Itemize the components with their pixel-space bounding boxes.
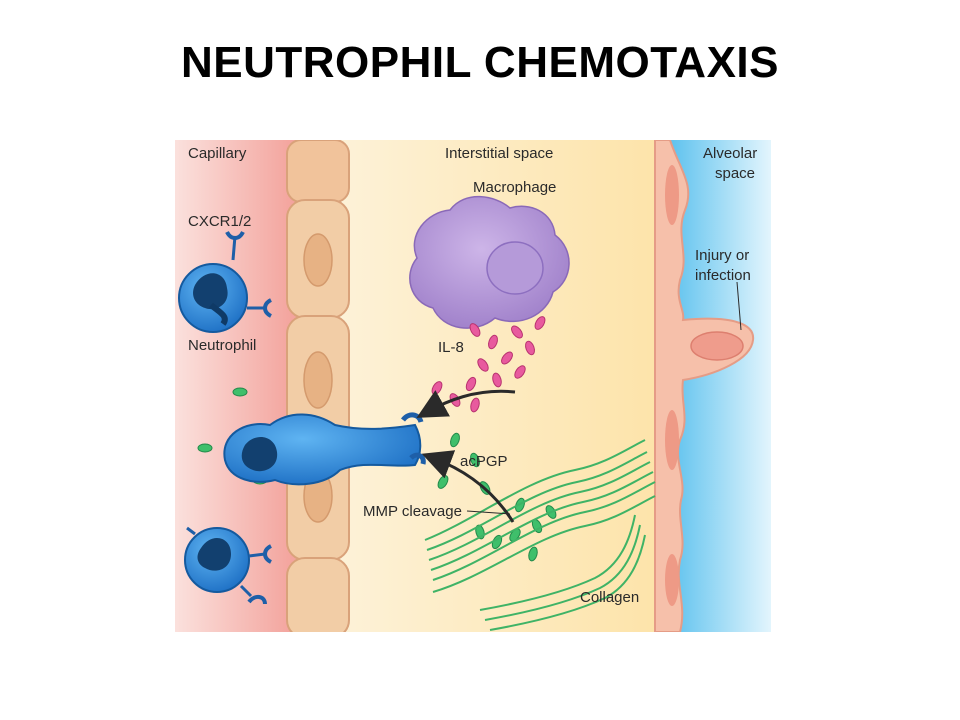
acpgp-molecules bbox=[197, 387, 557, 562]
alveolar-epithelium bbox=[654, 140, 755, 632]
acpgp-arrow bbox=[421, 450, 515, 523]
collagen-fibers bbox=[424, 439, 656, 631]
label-alveolar-space-line1: Alveolar bbox=[703, 145, 757, 162]
chemotaxis-diagram: Capillary Interstitial space Alveolar sp… bbox=[175, 140, 771, 632]
neutrophil-top bbox=[178, 230, 273, 333]
label-macrophage: Macrophage bbox=[473, 179, 556, 196]
label-collagen: Collagen bbox=[580, 589, 639, 606]
il8-molecules bbox=[431, 316, 546, 413]
mmp-leader-line bbox=[466, 510, 511, 515]
label-acpgp: acPGP bbox=[460, 453, 508, 470]
label-neutrophil: Neutrophil bbox=[188, 337, 256, 354]
il8-arrow bbox=[416, 389, 516, 418]
label-capillary: Capillary bbox=[188, 145, 247, 162]
neutrophil-migrating bbox=[223, 412, 426, 486]
label-receptor: CXCR1/2 bbox=[188, 213, 251, 230]
label-interstitial-space: Interstitial space bbox=[445, 145, 553, 162]
alveolar-region bbox=[670, 140, 771, 632]
neutrophil-bottom bbox=[184, 526, 273, 605]
endothelial-cells bbox=[286, 140, 350, 632]
macrophage-cell bbox=[409, 195, 570, 329]
slide-title: NEUTROPHIL CHEMOTAXIS bbox=[180, 38, 779, 87]
label-injury-line2: infection bbox=[695, 267, 751, 284]
label-il8: IL-8 bbox=[438, 339, 464, 356]
label-injury-line1: Injury or bbox=[695, 247, 749, 264]
label-mmp-cleavage: MMP cleavage bbox=[363, 503, 462, 520]
label-alveolar-space-line2: space bbox=[715, 165, 755, 182]
injury-leader-line bbox=[736, 281, 742, 331]
